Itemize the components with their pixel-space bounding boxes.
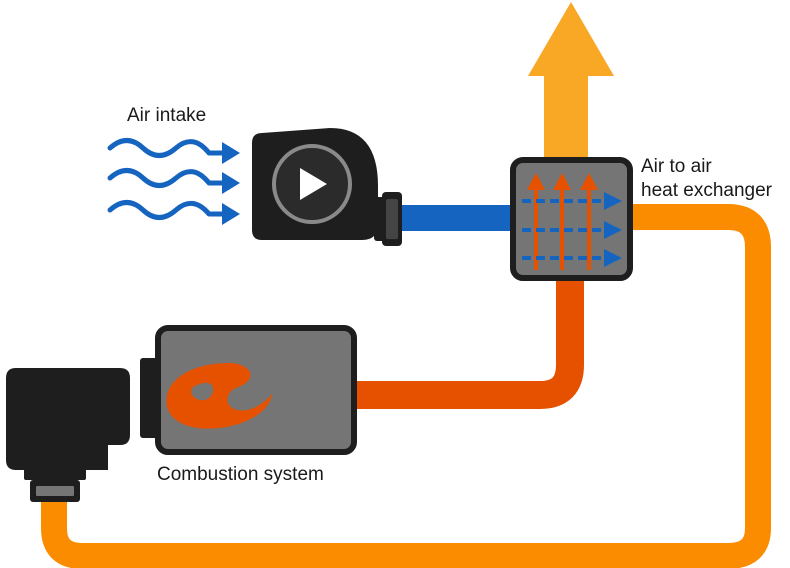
heat-exchanger-label: Air to air heat exchanger — [641, 155, 772, 203]
air-intake-waves — [107, 138, 229, 220]
hx-cold-flow-arrows — [522, 192, 622, 267]
heat-exchanger-label-line2: heat exchanger — [641, 180, 772, 201]
flame-icon — [166, 362, 272, 429]
burner-housing — [6, 358, 162, 502]
cold-air-pipe — [398, 205, 516, 231]
blower-fan — [252, 128, 402, 246]
air-intake-arrowheads — [222, 142, 240, 225]
hot-gas-pipe — [352, 268, 584, 409]
combustion-system-label: Combustion system — [157, 464, 324, 485]
exhaust-outlet-arrow — [528, 2, 614, 170]
heat-exchanger-label-line1: Air to air — [641, 156, 712, 177]
heat-exchanger — [510, 157, 633, 281]
air-intake-label: Air intake — [127, 105, 207, 126]
combustion-chamber — [155, 325, 357, 455]
hx-hot-flow-arrows — [527, 173, 598, 270]
play-icon — [300, 168, 327, 200]
warm-air-loop — [41, 204, 771, 568]
